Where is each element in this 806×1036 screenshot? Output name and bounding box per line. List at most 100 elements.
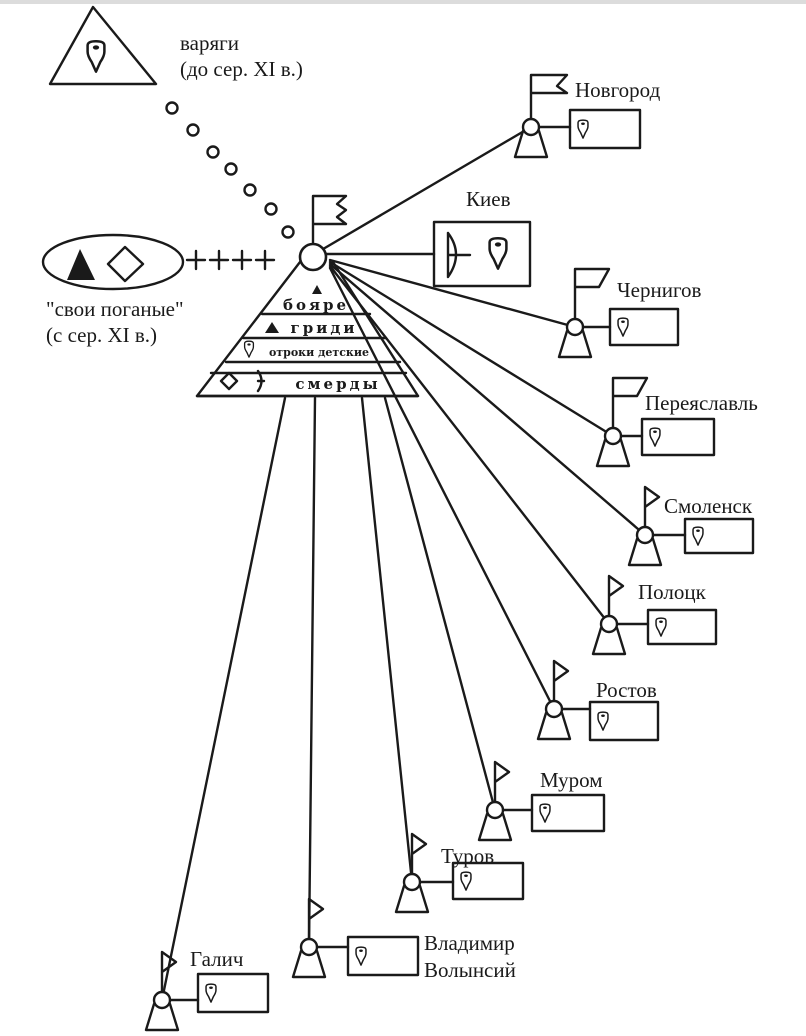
shield-icon xyxy=(243,340,255,358)
level-gridi: гриди xyxy=(291,319,358,337)
dot-circle xyxy=(281,225,295,239)
city-flag-icon xyxy=(410,832,428,876)
city-garrison-box xyxy=(451,861,525,901)
ellipse-outline xyxy=(41,233,185,291)
shield-icon xyxy=(86,39,106,73)
plus-sign xyxy=(231,249,253,271)
top-border xyxy=(0,0,806,4)
connection-lines xyxy=(160,125,647,1002)
bow-icon xyxy=(256,369,266,393)
triangle-outline xyxy=(48,5,158,86)
city-flag-icon xyxy=(529,73,569,121)
filled-triangle-icon xyxy=(265,322,279,333)
apex-circle xyxy=(298,242,328,272)
dot-circle xyxy=(165,101,179,115)
city-circle xyxy=(485,800,505,820)
city-garrison-box xyxy=(640,417,716,457)
shield-icon xyxy=(649,427,661,447)
city-base-icon xyxy=(627,537,663,567)
link-line xyxy=(328,264,611,626)
link-line xyxy=(160,396,287,1002)
level-otroki: отроки детские xyxy=(269,346,369,359)
cities: НовгородЧерниговПереяславльСмоленскПолоц… xyxy=(144,73,758,1032)
city-flag-icon xyxy=(160,950,178,994)
shield-icon xyxy=(355,946,367,966)
city-garrison-box xyxy=(530,793,606,833)
level-smerdy: смерды xyxy=(295,375,380,393)
link-line xyxy=(328,262,647,537)
city-flag-icon xyxy=(611,376,649,430)
city-node: Туров xyxy=(394,832,525,914)
city-label: Ростов xyxy=(596,678,657,702)
bow-icon xyxy=(446,231,472,279)
city-circle xyxy=(521,117,541,137)
city-garrison-box xyxy=(346,935,420,977)
dot-circle xyxy=(186,123,200,137)
filled-triangle-icon xyxy=(312,285,322,294)
city-label: Галич xyxy=(190,947,244,971)
grand-prince-node xyxy=(298,194,348,272)
city-base-icon xyxy=(513,129,549,159)
city-base-icon xyxy=(595,438,631,468)
dot-circle xyxy=(224,162,238,176)
diamond-icon xyxy=(219,371,239,391)
shield-icon xyxy=(655,617,667,637)
city-flag-icon xyxy=(307,897,325,941)
city-base-icon xyxy=(557,329,593,359)
shield-icon xyxy=(488,236,508,270)
link-line xyxy=(383,396,497,812)
link-line xyxy=(307,396,317,949)
varangians-period: (до сер. XI в.) xyxy=(180,57,303,81)
city-label: Смоленск xyxy=(664,494,753,518)
city-label: Переяславль xyxy=(645,391,758,415)
city-base-icon xyxy=(536,711,572,741)
city-circle xyxy=(565,317,585,337)
city-flag-icon xyxy=(552,659,570,703)
shield-icon xyxy=(539,803,551,823)
city-circle xyxy=(299,937,319,957)
city-circle xyxy=(544,699,564,719)
city-base-icon xyxy=(144,1002,180,1032)
city-node: Смоленск xyxy=(627,485,755,567)
shield-icon xyxy=(460,871,472,891)
city-flag-icon xyxy=(573,267,611,321)
own-pagans-symbol xyxy=(41,233,185,291)
city-label: Туров xyxy=(441,844,494,868)
capital-label: Киев xyxy=(466,187,511,211)
own-pagans-period: (с сер. XI в.) xyxy=(46,323,157,347)
capital-kiev: Киев xyxy=(432,187,532,288)
city-base-icon xyxy=(477,812,513,842)
city-flag-icon xyxy=(607,574,625,618)
city-label: Чернигов xyxy=(617,278,702,302)
shield-icon xyxy=(597,711,609,731)
city-garrison-box xyxy=(196,972,270,1014)
shield-icon xyxy=(577,119,589,139)
city-circle xyxy=(402,872,422,892)
city-garrison-box xyxy=(683,517,755,555)
plus-sign xyxy=(185,249,207,271)
city-label: Новгород xyxy=(575,78,661,102)
varangians-dotted-link xyxy=(165,101,295,239)
city-base-icon xyxy=(291,949,327,979)
city-label: Владимир xyxy=(424,931,515,955)
city-node: Полоцк xyxy=(591,574,718,656)
pagans-plus-link xyxy=(185,249,276,271)
city-garrison-box xyxy=(646,608,718,646)
own-pagans-label: "свои поганые" xyxy=(46,297,184,321)
link-line xyxy=(328,260,615,438)
dot-circle xyxy=(264,202,278,216)
city-node: Переяславль xyxy=(595,376,758,468)
dot-circle xyxy=(243,183,257,197)
city-garrison-box xyxy=(588,700,660,742)
shield-icon xyxy=(617,317,629,337)
link-line xyxy=(316,125,533,254)
city-garrison-box xyxy=(568,108,642,150)
city-label-line2: Волынсий xyxy=(424,958,516,982)
city-flag-icon xyxy=(643,485,661,529)
social-pyramid: бояре гриди отроки детские смерды xyxy=(195,260,420,398)
shield-icon xyxy=(205,983,217,1003)
city-label: Муром xyxy=(540,768,603,792)
varangians-symbol xyxy=(48,5,158,86)
